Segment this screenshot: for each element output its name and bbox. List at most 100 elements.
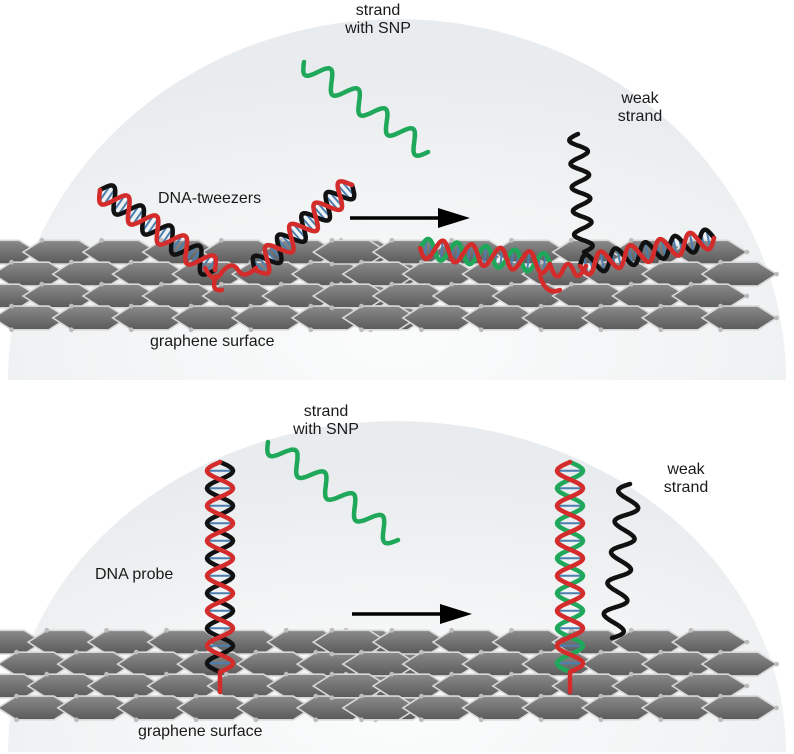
graphene-atom xyxy=(538,693,544,699)
graphene-atom xyxy=(9,259,14,265)
graphene-atom xyxy=(419,649,424,655)
bottom-graphene-surface-label: graphene surface xyxy=(138,723,263,740)
graphene-atom xyxy=(74,649,79,655)
graphene-atom xyxy=(359,649,364,655)
graphene-hexagon xyxy=(56,695,134,721)
graphene-atom xyxy=(188,303,194,309)
hybridized-probe-helix xyxy=(554,459,586,675)
graphene-atom xyxy=(538,303,544,309)
graphene-atom xyxy=(449,281,454,287)
graphene-hexagon xyxy=(0,695,74,721)
strand-backbone xyxy=(577,230,717,277)
strand-backbone xyxy=(554,459,586,675)
graphene-hexagon xyxy=(700,651,778,677)
graphene-atom xyxy=(509,627,514,633)
graphene-atom xyxy=(419,259,424,265)
graphene-atom xyxy=(658,693,664,699)
graphene-atom xyxy=(188,327,194,333)
graphene-hexagon xyxy=(700,695,778,721)
graphene-atom xyxy=(193,693,199,699)
graphene-atom xyxy=(69,327,74,333)
graphene-atom xyxy=(14,717,19,723)
graphene-atom xyxy=(253,649,259,655)
graphene-atom xyxy=(389,627,395,633)
graphene-atom xyxy=(313,693,319,699)
graphene-hexagon xyxy=(700,261,778,287)
graphene-atom xyxy=(598,717,604,723)
graphene-atom xyxy=(419,303,424,309)
graphene-atom xyxy=(718,259,723,265)
graphene-sheet-bottom-right xyxy=(311,627,779,723)
graphene-atom xyxy=(104,671,109,677)
graphene-atom xyxy=(193,717,199,723)
dna-structures xyxy=(96,59,717,695)
graphene-atom xyxy=(218,237,224,243)
graphene-atom xyxy=(688,671,694,677)
graphene-atom xyxy=(598,303,604,309)
graphene-atom xyxy=(774,705,779,711)
graphene-atom xyxy=(744,293,750,299)
graphene-atom xyxy=(329,281,335,287)
graphene-atom xyxy=(329,695,335,701)
hinge-after-binding xyxy=(547,261,589,279)
graphene-atom xyxy=(688,281,694,287)
graphene-atom xyxy=(419,693,424,699)
graphene-atom xyxy=(133,693,139,699)
graphene-hexagon xyxy=(461,695,539,721)
graphene-hexagon xyxy=(230,305,309,331)
graphene-atom xyxy=(133,717,139,723)
graphene-atom xyxy=(538,717,544,723)
base-pair xyxy=(599,251,606,272)
graphene-atom xyxy=(478,717,484,723)
graphene-atom xyxy=(313,649,319,655)
top-strand-label-line1: strand xyxy=(355,2,401,19)
graphene-atom xyxy=(538,649,544,655)
graphene-atom xyxy=(744,249,750,255)
graphene-atom xyxy=(99,237,104,243)
graphene-hexagon xyxy=(51,305,129,331)
graphene-atom xyxy=(389,237,395,243)
graphene-atom xyxy=(359,693,364,699)
strand-backbone xyxy=(204,459,236,675)
graphene-atom xyxy=(308,303,314,309)
bottom-weak-label-line2: strand xyxy=(663,479,709,496)
graphene-atom xyxy=(509,237,514,243)
graphene-atom xyxy=(688,627,694,633)
graphene-atom xyxy=(359,717,364,723)
graphene-atom xyxy=(69,303,74,309)
graphene-atom xyxy=(74,717,79,723)
bottom-strand-label-line2: with SNP xyxy=(293,421,359,438)
graphene-atom xyxy=(164,627,169,633)
hybridized-left-arm xyxy=(417,236,553,276)
graphene-atom xyxy=(509,281,514,287)
graphene-hexagon xyxy=(521,695,599,721)
graphene-hexagon xyxy=(116,695,194,721)
arrow-top xyxy=(350,208,470,228)
bottom-weak-strand-label: weak strand xyxy=(646,461,726,497)
graphene-atom xyxy=(308,259,314,265)
graphene-hexagon xyxy=(235,695,314,721)
graphene-atom xyxy=(223,671,229,677)
graphene-atom xyxy=(718,303,723,309)
top-snp-strand xyxy=(301,59,431,158)
graphene-atom xyxy=(128,259,134,265)
graphene-atom xyxy=(329,627,335,633)
graphene-atom xyxy=(283,671,289,677)
graphene-atom xyxy=(509,671,514,677)
graphene-hexagon xyxy=(0,305,69,331)
bottom-snp-strand xyxy=(265,439,401,546)
graphene-hexagon xyxy=(401,695,479,721)
graphene-atom xyxy=(218,281,224,287)
graphene-atom xyxy=(104,627,109,633)
graphene-atom xyxy=(99,281,104,287)
graphene-atom xyxy=(308,327,314,333)
graphene-atom xyxy=(44,671,50,677)
graphene-atom xyxy=(329,261,335,267)
dna-probe-label: DNA probe xyxy=(95,566,174,583)
graphene-hexagon xyxy=(341,695,419,721)
graphene-atom xyxy=(419,717,424,723)
graphene-hexagon xyxy=(640,305,719,331)
graphene-atom xyxy=(568,281,574,287)
strand-backbone xyxy=(577,227,717,274)
graphene-atom xyxy=(44,627,50,633)
